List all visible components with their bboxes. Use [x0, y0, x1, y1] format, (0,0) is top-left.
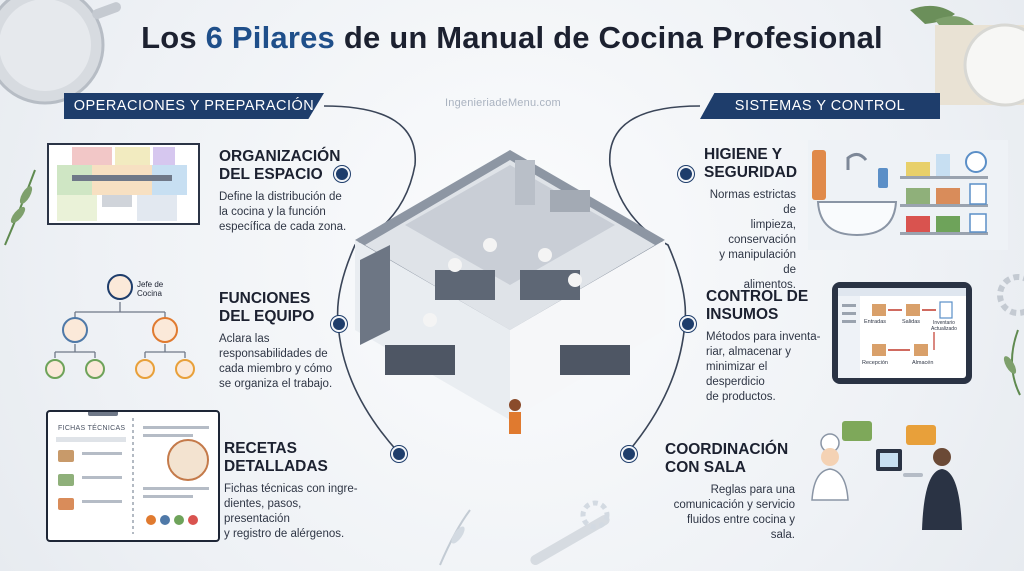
section-banner-left: OPERACIONES Y PREPARACIÓN [64, 93, 324, 119]
pillar-insumos-title-l1: CONTROL DE [706, 288, 809, 305]
pillar-sala-desc-l1: Reglas para una [710, 484, 795, 496]
tablet-entradas: Entradas [864, 319, 887, 325]
pillar-espacio-desc-l1: Define la distribución de [219, 191, 342, 203]
sink-hygiene-icon [808, 140, 1008, 250]
connector-dot-sala [621, 446, 637, 462]
gear-herb-right-icon [997, 274, 1024, 396]
pillar-higiene-desc-l3: y manipulación de [719, 249, 796, 276]
pillar-sala-desc-l3: fluidos entre cocina y sala. [686, 514, 795, 541]
pillar-higiene-title-l2: SEGURIDAD [704, 164, 798, 181]
tablet-recepcion: Recepción [862, 360, 888, 366]
pillar-insumos-title-l2: INSUMOS [706, 306, 779, 323]
pillar-espacio-desc-l3: específica de cada zona. [219, 221, 347, 233]
pillar-sala-desc-l2: comunicación y servicio [673, 499, 795, 511]
pillar-sala-title-l1: COORDINACIÓN [665, 441, 789, 458]
pillar-espacio-desc-l2: la cocina y la función [219, 206, 326, 218]
watermark: IngenieriadeMenu.com [445, 97, 561, 109]
pillar-espacio-title-l2: DEL ESPACIO [219, 166, 323, 183]
connector-dot-equipo [331, 316, 347, 332]
pillar-equipo-title-l2: DEL EQUIPO [219, 308, 315, 325]
section-banner-right: SISTEMAS Y CONTROL [700, 93, 940, 119]
herb-left-icon [4, 169, 36, 246]
floor-plan-icon [47, 143, 200, 225]
pillar-equipo-title-l1: FUNCIONES [219, 290, 311, 307]
connector-dot-recetas [391, 446, 407, 462]
clipboard-label: FICHAS TÉCNICAS [58, 425, 126, 432]
pillar-equipo-desc-l3: cada miembro y cómo [219, 363, 333, 375]
tablet-salidas: Salidas [902, 319, 921, 325]
recipe-clipboard-icon: FICHAS TÉCNICAS [46, 410, 220, 542]
pillar-equipo-desc-l1: Aclara las [219, 333, 270, 345]
pillar-espacio-title-l1: ORGANIZACIÓN [219, 148, 341, 165]
connector-dot-insumos [680, 316, 696, 332]
kitchen-isometric-illustration [355, 150, 665, 434]
connector-dot-higiene [678, 166, 694, 182]
pillar-higiene-desc-l2: limpieza, conservación [728, 219, 796, 246]
flour-bowl-icon [910, 5, 1024, 107]
pillar-insumos-desc-l2: riar, almacenar y [706, 346, 792, 358]
bottom-utensils-decoration-icon [439, 500, 610, 566]
pillar-higiene-desc-l1: Normas estrictas de [709, 189, 796, 216]
pillar-equipo-desc-l4: se organiza el trabajo. [219, 378, 333, 390]
pillar-insumos-desc-l4: de productos. [706, 391, 776, 403]
pillar-insumos-desc-l1: Métodos para inventa- [706, 331, 821, 343]
pan-decoration-icon [0, 0, 121, 105]
pillar-higiene-desc-l4: alimentos. [743, 279, 796, 291]
tablet-almacen: Almacén [912, 360, 934, 366]
pillar-recetas-title-l2: DETALLADAS [224, 458, 328, 475]
pillar-recetas-desc-l2: dientes, pasos, presentación [224, 498, 302, 525]
connector-dot-espacio [334, 166, 350, 182]
pillar-higiene-title-l1: HIGIENE Y [704, 146, 783, 163]
pillar-recetas-desc-l3: y registro de alérgenos. [224, 528, 345, 540]
pillar-equipo-desc-l2: responsabilidades de [219, 348, 328, 360]
pillar-recetas-desc-l1: Fichas técnicas con ingre- [224, 483, 358, 495]
pillar-sala-title-l2: CON SALA [665, 459, 746, 476]
page-title: Los 6 Pilares de un Manual de Cocina Pro… [141, 20, 883, 55]
title-highlight: 6 Pilares [205, 20, 335, 55]
chef-waiter-icon [800, 415, 985, 535]
pillar-insumos-desc-l3: minimizar el desperdicio [706, 361, 768, 388]
pillar-recetas-title-l1: RECETAS [224, 440, 297, 457]
